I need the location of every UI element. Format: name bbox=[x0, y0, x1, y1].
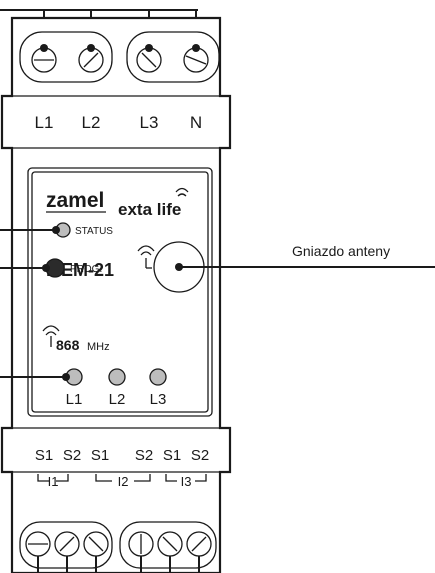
terminal-label-n: N bbox=[190, 113, 202, 132]
screw-terminal-l2 bbox=[78, 44, 104, 73]
bottom-terminal-labels: S1 S2 S1 S2 S1 S2 I1 I2 I3 bbox=[35, 447, 209, 489]
screw-terminal-n bbox=[183, 44, 209, 73]
front-panel: zamel exta life STATUS MEM-21 PROG. bbox=[27, 167, 213, 417]
group-label-i2: I2 bbox=[118, 474, 129, 489]
channel-led-l2 bbox=[108, 368, 126, 386]
product-line-name: exta life bbox=[118, 200, 181, 219]
led-label-l3: L3 bbox=[150, 391, 167, 408]
channel-led-l3 bbox=[149, 368, 167, 386]
led-label-l1: L1 bbox=[66, 391, 83, 408]
group-label-i1: I1 bbox=[48, 474, 59, 489]
led-label-l2: L2 bbox=[109, 391, 126, 408]
brand-name: zamel bbox=[46, 189, 104, 212]
prog-label: PROG. bbox=[70, 264, 102, 275]
antenna-leader-line bbox=[175, 263, 435, 271]
terminal-housing-right bbox=[126, 31, 220, 83]
terminal-label-l1: L1 bbox=[35, 113, 54, 132]
terminal-label-l2: L2 bbox=[82, 113, 101, 132]
frequency-unit: MHz bbox=[87, 341, 110, 353]
bottom-wiring bbox=[37, 556, 200, 573]
left-leader-lines bbox=[0, 226, 70, 381]
product-line-logo: exta life bbox=[118, 187, 189, 219]
screw-terminal-l1 bbox=[31, 44, 57, 73]
frequency-signal-icon bbox=[42, 325, 60, 347]
group-label-i3: I3 bbox=[181, 474, 192, 489]
input-label-s1-c: S1 bbox=[163, 447, 181, 464]
status-label: STATUS bbox=[75, 226, 113, 237]
input-label-s2-b: S2 bbox=[135, 447, 153, 464]
antenna-callout-label: Gniazdo anteny bbox=[292, 243, 390, 259]
input-label-s1-a: S1 bbox=[35, 447, 53, 464]
module-housing bbox=[0, 16, 232, 573]
screw-terminal-l3 bbox=[136, 44, 162, 73]
input-label-s2-c: S2 bbox=[191, 447, 209, 464]
top-terminal-block: L1 L2 L3 N bbox=[19, 31, 220, 132]
input-label-s2-a: S2 bbox=[63, 447, 81, 464]
antenna-signal-icon bbox=[137, 245, 155, 269]
terminal-housing-left bbox=[19, 31, 113, 83]
terminal-label-l3: L3 bbox=[140, 113, 159, 132]
frequency-value: 868 bbox=[56, 337, 80, 353]
brand-logo: zamel bbox=[46, 189, 106, 213]
input-label-s1-b: S1 bbox=[91, 447, 109, 464]
